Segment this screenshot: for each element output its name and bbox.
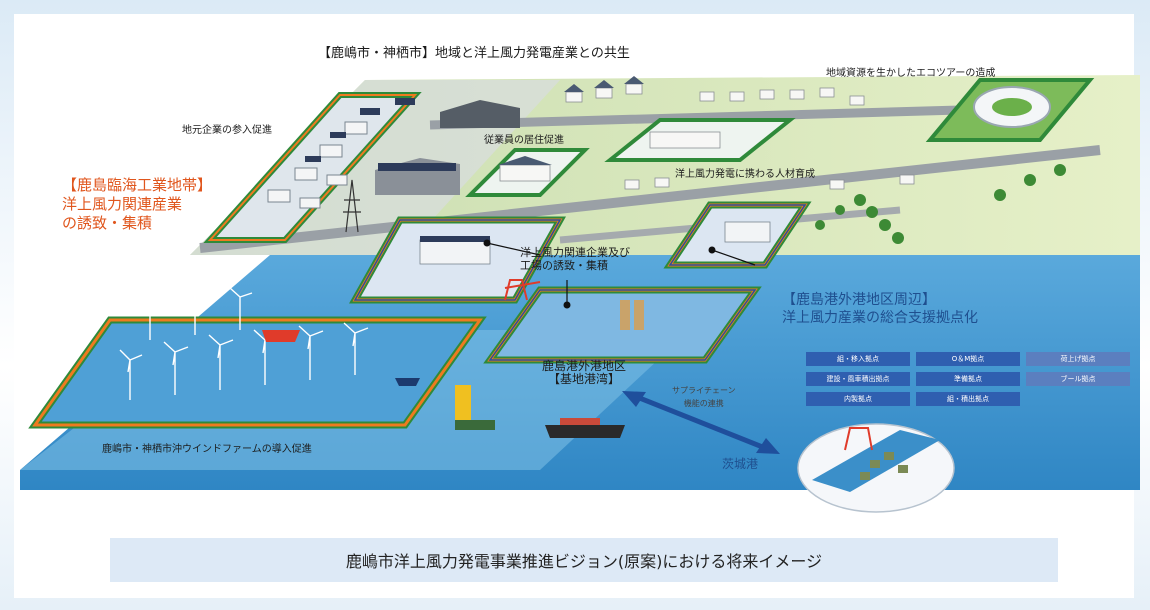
port-crane	[504, 279, 541, 301]
label-base-port: 鹿島港外港地区 【基地港湾】	[542, 359, 627, 386]
solar-roofs	[305, 98, 415, 162]
label-worker-residence: 従業員の居住促進	[484, 135, 564, 146]
legend-cell: 荷上げ拠点	[1026, 352, 1130, 366]
label-industrial-area: 【鹿島臨海工業地帯】 洋上風力関連産業 の誘致・集積	[62, 176, 213, 232]
zone-windfarm	[28, 316, 487, 429]
label-related-companies: 洋上風力関連企業及び 工場の誘致・集積	[520, 246, 630, 272]
factories	[375, 100, 520, 195]
leader-lines	[486, 242, 756, 305]
label-ibaraki-port: 茨城港	[722, 457, 759, 471]
house-roofs	[498, 76, 644, 165]
trees	[815, 164, 1066, 244]
road	[199, 145, 1101, 253]
label-supply-chain: サプライチェーン 機能の連携	[672, 386, 736, 408]
label-ecotour: 地域資源を生かしたエコツアーの造成	[826, 68, 996, 79]
caption-box: 鹿嶋市洋上風力発電事業推進ビジョン(原案)における将来イメージ	[110, 538, 1058, 582]
ships	[262, 330, 625, 438]
industrial-buildings	[267, 121, 368, 209]
pylon	[343, 179, 361, 233]
legend-cell: 組・積出拠点	[916, 392, 1020, 406]
diagram-title: 【鹿嶋市・神栖市】地域と洋上風力発電産業との共生	[318, 46, 630, 61]
label-talent: 洋上風力発電に携わる人材育成	[675, 169, 815, 180]
leader-dots	[483, 239, 716, 309]
label-local-participation: 地元企業の参入促進	[182, 125, 272, 136]
label-windfarm: 鹿嶋市・神栖市沖ウインドファームの導入促進	[102, 444, 312, 455]
legend-cell: ブール拠点	[1026, 372, 1130, 386]
houses	[499, 83, 915, 190]
port-buildings	[419, 221, 771, 330]
legend-cell: O＆M拠点	[916, 352, 1020, 366]
supply-chain-arrow	[631, 392, 771, 453]
legend-cell: 準備拠点	[916, 372, 1020, 386]
label-outer-port: 【鹿島港外港地区周辺】 洋上風力産業の総合支援拠点化	[782, 292, 978, 326]
caption-text: 鹿嶋市洋上風力発電事業推進ビジョン(原案)における将来イメージ	[345, 552, 823, 571]
legend-cell: 組・移入拠点	[806, 352, 910, 366]
legend-cell: 内製拠点	[806, 392, 910, 406]
legend-cell: 建設・風車積出拠点	[806, 372, 910, 386]
wind-turbines	[119, 287, 369, 400]
